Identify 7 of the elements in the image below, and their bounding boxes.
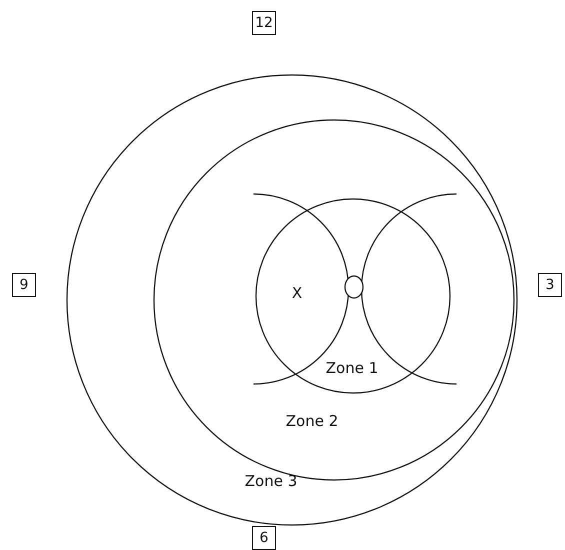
zone-label: Zone 1 xyxy=(326,359,378,377)
clock-position-box: 9 xyxy=(12,273,36,297)
clock-position-box: 6 xyxy=(252,526,276,550)
clock-position-box: 12 xyxy=(252,11,276,35)
zone-label: Zone 2 xyxy=(286,412,338,430)
clock-position-box: 3 xyxy=(538,273,562,297)
marker-label: X xyxy=(292,284,302,302)
